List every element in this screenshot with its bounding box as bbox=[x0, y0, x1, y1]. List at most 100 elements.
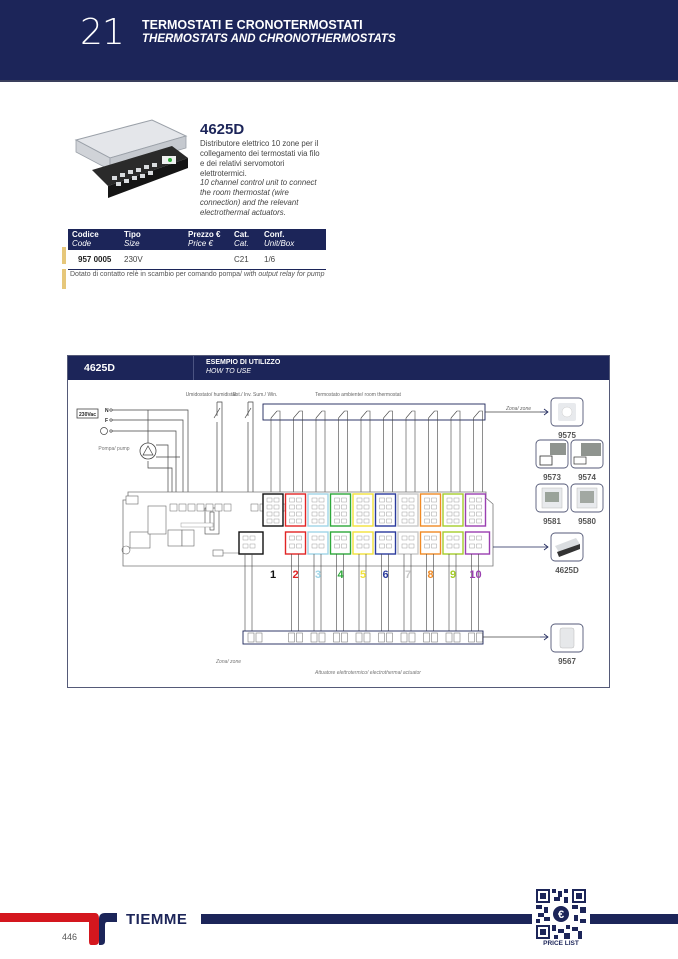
zone-terminal-upper bbox=[352, 493, 374, 527]
footer-red-bar bbox=[0, 913, 95, 922]
terminal-cell bbox=[266, 518, 273, 524]
terminal-cell bbox=[334, 511, 340, 517]
header-cat: Cat.Cat. bbox=[230, 229, 260, 250]
diagram-title-en: HOW TO USE bbox=[206, 368, 251, 375]
actuator-wire bbox=[448, 554, 457, 631]
product-9567: 9567 bbox=[550, 623, 584, 666]
terminal-cell bbox=[273, 504, 280, 510]
room-thermostat-label: Termostato ambiente/ room thermostat bbox=[315, 392, 401, 398]
terminal-cell bbox=[446, 518, 453, 524]
product-image bbox=[74, 119, 188, 198]
chapter-title-en: THERMOSTATS AND CHRONOTHERMOSTATS bbox=[142, 33, 396, 45]
terminal-cell bbox=[408, 543, 415, 549]
zone-terminal-lower bbox=[307, 531, 329, 555]
zone-terminal-upper bbox=[307, 493, 329, 527]
terminal-cell bbox=[476, 518, 482, 524]
thermostat-switch bbox=[315, 410, 326, 492]
thermostat-switch bbox=[383, 410, 393, 492]
footer-navy-bar-right bbox=[590, 914, 678, 924]
thermostat-switch bbox=[473, 410, 483, 492]
diagram-product-code: 4625D bbox=[84, 362, 115, 374]
actuator-icon bbox=[431, 632, 438, 643]
actuator-wire bbox=[403, 554, 412, 631]
terminal-cell bbox=[453, 518, 460, 524]
board-terminal bbox=[187, 503, 196, 512]
terminal-cell bbox=[424, 497, 430, 503]
board-terminal bbox=[214, 503, 223, 512]
terminal-cell bbox=[424, 535, 430, 541]
zone-terminal-lower bbox=[442, 531, 464, 555]
terminal-cell bbox=[363, 535, 370, 541]
svg-text:9573: 9573 bbox=[543, 473, 561, 482]
terminal-cell bbox=[424, 511, 430, 517]
brand-logo: TIEMME bbox=[126, 911, 188, 928]
terminal-cell bbox=[469, 518, 475, 524]
terminal-cell bbox=[311, 518, 318, 524]
cell-size: 230V bbox=[120, 250, 184, 270]
terminal-cell bbox=[296, 518, 302, 524]
zone-number: 6 bbox=[382, 569, 388, 581]
terminal-cell bbox=[296, 535, 302, 541]
qr-code[interactable]: € bbox=[536, 889, 586, 939]
terminal-cell bbox=[424, 518, 430, 524]
terminal-cell bbox=[446, 543, 453, 549]
svg-text:9574: 9574 bbox=[578, 473, 596, 482]
thermostat-switches bbox=[270, 410, 483, 492]
product-description-en: 10 channel control unit to connect the r… bbox=[200, 178, 317, 217]
terminal-cell bbox=[341, 511, 347, 517]
terminal-cell bbox=[446, 504, 453, 510]
cell-cat: C21 bbox=[230, 250, 260, 270]
terminal-cell bbox=[431, 504, 437, 510]
thermostat-switch bbox=[293, 410, 303, 492]
zone-label-top: Zona/ zone bbox=[505, 406, 531, 412]
header-unit: Conf.Unit/Box bbox=[260, 229, 326, 250]
zone-number: 7 bbox=[405, 569, 411, 581]
terminal-cell bbox=[408, 511, 415, 517]
actuator-icon bbox=[310, 632, 318, 643]
terminal-cell bbox=[363, 543, 370, 549]
diagram-title-it: ESEMPIO DI UTILIZZO bbox=[206, 359, 281, 366]
terminal-cell bbox=[363, 504, 370, 510]
actuator-icon bbox=[453, 632, 461, 643]
product-9581: 9581 bbox=[535, 483, 569, 526]
terminal-cell bbox=[311, 543, 318, 549]
terminal-cell bbox=[334, 535, 340, 541]
terminal-cell bbox=[386, 497, 392, 503]
terminal-cell bbox=[296, 504, 302, 510]
header-divider bbox=[193, 356, 194, 380]
zone-terminal-upper bbox=[374, 493, 397, 527]
terminal-cell bbox=[453, 497, 460, 503]
terminal-cell bbox=[318, 543, 325, 549]
zone-terminal-upper bbox=[329, 493, 352, 527]
zone-number: 3 bbox=[315, 569, 321, 581]
terminal-cell bbox=[363, 497, 370, 503]
terminal-cell bbox=[431, 543, 437, 549]
terminal-cell bbox=[334, 504, 340, 510]
wiring-diagram: 4625D ESEMPIO DI UTILIZZO HOW TO USE 230… bbox=[67, 355, 610, 688]
svg-text:9580: 9580 bbox=[578, 517, 596, 526]
note-marker bbox=[62, 269, 66, 289]
zone-terminal-upper bbox=[397, 493, 419, 527]
terminal-cell bbox=[341, 504, 347, 510]
terminal-cell bbox=[386, 543, 392, 549]
zone-number: 1 bbox=[270, 569, 276, 581]
actuator-icon bbox=[386, 632, 393, 643]
board-terminal bbox=[223, 503, 232, 512]
zone-terminal-lower bbox=[238, 531, 264, 555]
zone-terminal-lower bbox=[419, 531, 442, 555]
zone-terminal-upper bbox=[262, 493, 284, 527]
brand-hook-icon bbox=[87, 913, 117, 945]
terminal-cell bbox=[476, 535, 482, 541]
product-description-it: Distributore elettrico 10 zone per il co… bbox=[200, 139, 320, 178]
terminal-cell bbox=[446, 497, 453, 503]
thermostat-switch bbox=[405, 410, 416, 492]
pump-label: Pompa/ pump bbox=[98, 446, 129, 452]
cell-code: 957 0005 bbox=[68, 250, 120, 270]
terminal-cell bbox=[408, 535, 415, 541]
product-4625D: 4625D bbox=[550, 532, 584, 575]
terminal-cell bbox=[431, 518, 437, 524]
terminal-cell bbox=[431, 535, 437, 541]
thermostat-switch bbox=[338, 410, 348, 492]
terminal-cell bbox=[431, 497, 437, 503]
actuator-icon bbox=[341, 632, 348, 643]
